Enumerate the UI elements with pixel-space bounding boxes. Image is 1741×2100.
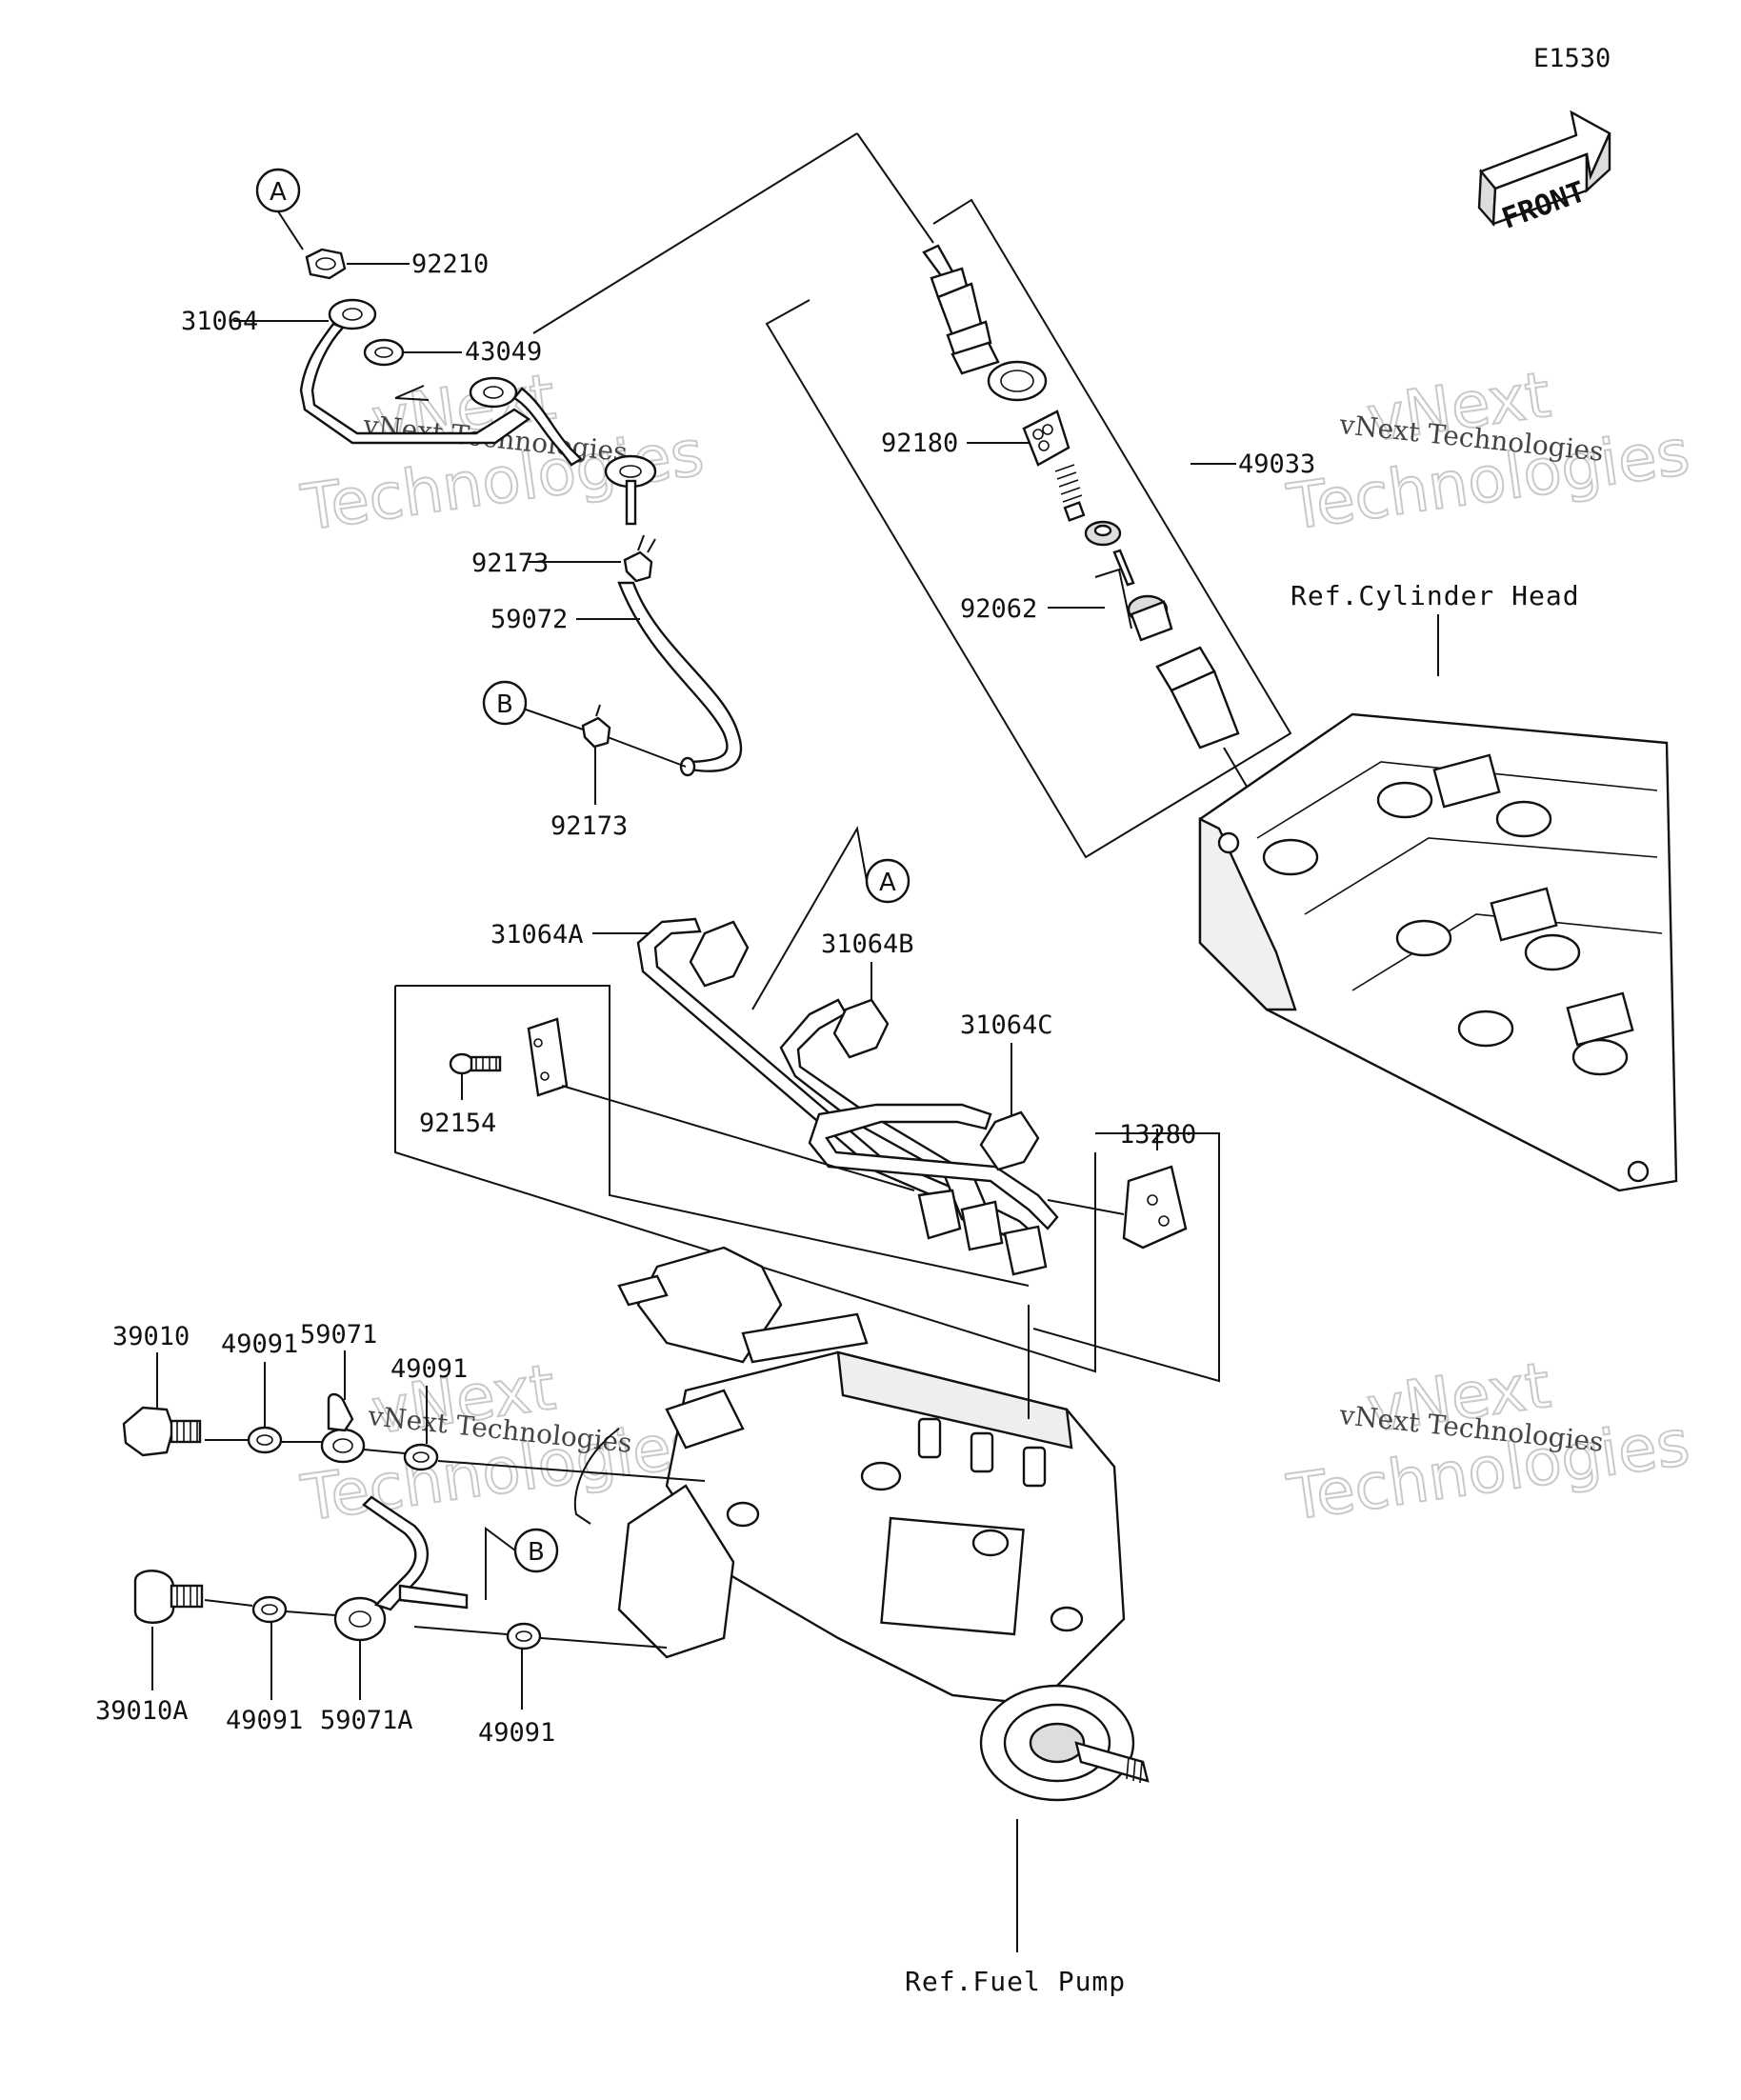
label-92173-bottom: 92173 [550, 811, 628, 841]
label-92180: 92180 [881, 429, 958, 458]
plate-92180 [1022, 410, 1071, 467]
diagram-code: E1530 [1533, 44, 1611, 73]
nut-92210 [305, 248, 347, 280]
hose-59072 [617, 581, 743, 777]
callout-b-top: B [482, 680, 590, 732]
injector-spring [1054, 464, 1086, 522]
label-92173-top: 92173 [471, 549, 549, 578]
clamp-92173-bottom [581, 704, 611, 749]
ref-cylinder-head: Ref.Cylinder Head [1291, 580, 1580, 611]
svg-text:A: A [270, 178, 287, 207]
callout-a-top: A [255, 168, 304, 250]
svg-text:B: B [528, 1538, 545, 1567]
nozzle-nut [1127, 594, 1173, 642]
label-43049: 43049 [465, 337, 542, 367]
label-92154: 92154 [419, 1109, 496, 1138]
injector-seat [1084, 520, 1122, 547]
label-39010A: 39010A [95, 1696, 189, 1726]
label-92062: 92062 [960, 594, 1037, 624]
bracket-plate [527, 1017, 569, 1097]
svg-text:A: A [879, 869, 896, 897]
washer-92180-ring [987, 360, 1048, 402]
svg-text:B: B [496, 690, 513, 719]
clamp-13280 [1122, 1165, 1188, 1250]
label-59071A: 59071A [320, 1706, 413, 1735]
label-31064B: 31064B [821, 930, 914, 959]
nozzle-holder [1155, 646, 1240, 750]
label-31064A: 31064A [490, 920, 584, 950]
callout-a-mid: A [751, 826, 911, 1010]
label-92210: 92210 [411, 250, 489, 279]
label-31064: 31064 [181, 307, 258, 336]
clamp-92173-top [623, 534, 656, 583]
front-arrow-icon: FRONT [1477, 110, 1611, 236]
washer-49091-3 [251, 1595, 288, 1624]
label-49091-4: 49091 [478, 1718, 555, 1748]
injector-nozzle [922, 244, 1000, 375]
cylinder-head-ref [1198, 712, 1678, 1192]
washer-49091-4 [506, 1622, 542, 1650]
fuel-pump-ref [573, 1246, 1150, 1802]
label-49091-3: 49091 [226, 1706, 303, 1735]
injection-pipes [636, 917, 1059, 1276]
fitting-59071A [333, 1495, 469, 1642]
needle-92062 [1112, 549, 1135, 587]
injector-box-49033 [765, 198, 1292, 859]
fitting-59071 [320, 1392, 366, 1464]
pipe-31064 [299, 298, 657, 526]
label-31064C: 31064C [960, 1010, 1053, 1040]
washer-49091-2 [403, 1443, 439, 1471]
callout-b-bottom: B [485, 1527, 559, 1600]
washer-49091-1 [247, 1426, 283, 1454]
label-39010: 39010 [112, 1322, 190, 1351]
bolt-92154 [449, 1052, 502, 1075]
label-49033: 49033 [1238, 450, 1315, 479]
label-59071: 59071 [300, 1320, 377, 1350]
label-49091-2: 49091 [390, 1354, 468, 1384]
bolt-39010A [133, 1570, 204, 1624]
label-59072: 59072 [490, 605, 568, 634]
label-49091-1: 49091 [221, 1330, 298, 1359]
ref-fuel-pump: Ref.Fuel Pump [905, 1966, 1126, 1997]
washer-43049 [363, 338, 405, 367]
bolt-39010 [122, 1406, 202, 1457]
